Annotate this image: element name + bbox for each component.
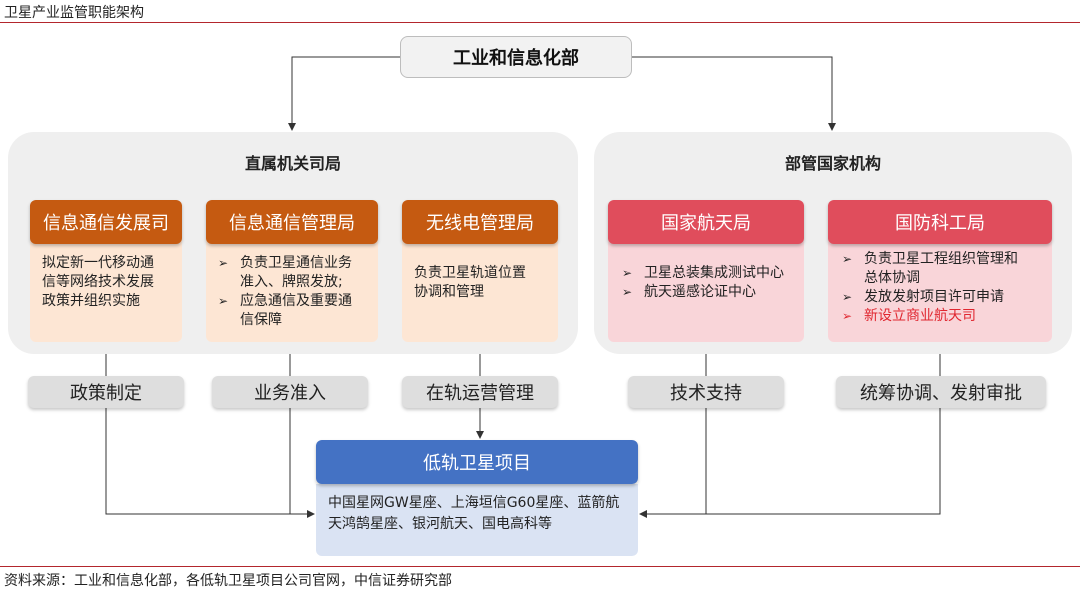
tag-policy: 政策制定 <box>28 376 184 408</box>
line-ministry-to-right <box>632 56 836 131</box>
top-rule <box>0 22 1080 23</box>
bullet-arrow-icon: ➢ <box>622 266 633 280</box>
header-sastind: 国防科工局 <box>828 200 1052 244</box>
header-radio: 无线电管理局 <box>402 200 558 244</box>
ministry-node: 工业和信息化部 <box>400 36 632 78</box>
project-line: 中国星网GW星座、上海垣信G60星座、蓝箭航 <box>328 495 620 511</box>
project-header: 低轨卫星项目 <box>316 440 638 484</box>
source-note: 资料来源：工业和信息化部，各低轨卫星项目公司官网，中信证券研究部 <box>4 573 452 589</box>
card-info-dev-line: 拟定新一代移动通 <box>42 255 154 271</box>
card-info-dev-line: 政策并组织实施 <box>42 293 140 309</box>
bullet-arrow-icon: ➢ <box>842 309 853 323</box>
bullet-item: ➢ 应急通信及重要通信保障 <box>218 293 352 328</box>
bullet-item: ➢ 卫星总装集成测试中心 <box>622 265 784 281</box>
bullet-arrow-icon: ➢ <box>218 256 229 270</box>
project-body: 中国星网GW星座、上海垣信G60星座、蓝箭航 天鸿鹄星座、银河航天、国电高科等 <box>316 484 638 556</box>
project-line: 天鸿鹄星座、银河航天、国电高科等 <box>328 516 552 532</box>
bullet-item-highlight: ➢ 新设立商业航天司 <box>842 308 976 324</box>
tag-coordination: 统筹协调、发射审批 <box>836 376 1046 408</box>
tag-orbit-ops: 在轨运营管理 <box>402 376 558 408</box>
header-cnsa: 国家航天局 <box>608 200 804 244</box>
tag-tech-support: 技术支持 <box>628 376 784 408</box>
card-radio-line: 负责卫星轨道位置 <box>414 265 526 281</box>
right-group-title: 部管国家机构 <box>784 154 881 173</box>
header-info-dev: 信息通信发展司 <box>30 200 182 244</box>
page-title: 卫星产业监管职能架构 <box>4 5 144 21</box>
bullet-item: ➢ 负责卫星工程组织管理和总体协调 <box>842 251 1018 286</box>
bullet-arrow-icon: ➢ <box>842 290 853 304</box>
bullet-arrow-icon: ➢ <box>622 285 633 299</box>
bullet-item: ➢ 航天遥感论证中心 <box>622 284 756 300</box>
line-tag5-to-project <box>639 408 941 518</box>
card-info-dev-line: 信等网络技术发展 <box>42 274 154 290</box>
header-info-mgmt: 信息通信管理局 <box>206 200 378 244</box>
bullet-arrow-icon: ➢ <box>842 252 853 266</box>
line-ministry-to-left <box>288 56 400 131</box>
bullet-item: ➢ 发放发射项目许可申请 <box>842 289 1004 305</box>
card-radio-line: 协调和管理 <box>414 284 484 300</box>
bullet-arrow-icon: ➢ <box>218 294 229 308</box>
left-group-title: 直属机关司局 <box>244 154 341 173</box>
line-tag1-to-project <box>105 408 315 518</box>
tag-access: 业务准入 <box>212 376 368 408</box>
bullet-item: ➢ 负责卫星通信业务准入、牌照发放; <box>218 255 352 290</box>
bottom-rule <box>0 566 1080 567</box>
